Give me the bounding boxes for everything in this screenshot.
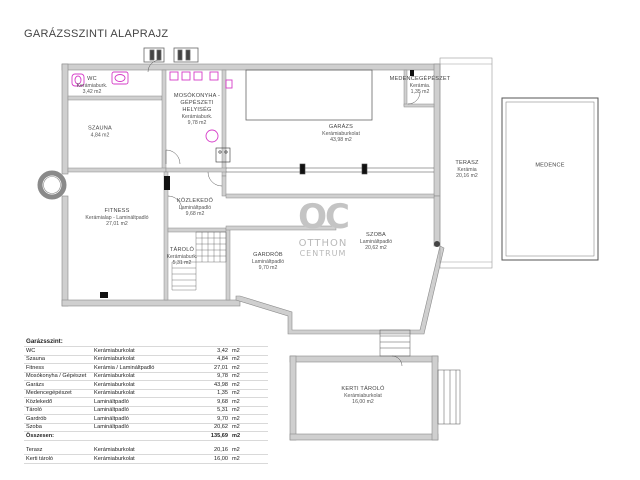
outer-walls [61, 63, 445, 335]
room-szoba: SZOBA Lamináltpadló 20,62 m2 [359, 232, 393, 252]
page-title: GARÁZSSZINTI ALAPRAJZ [24, 28, 169, 40]
room-wc: WC Kerámiaburk. 3,42 m2 [76, 76, 108, 96]
oc-logo: OC [298, 197, 350, 237]
room-fitness: FITNESS Kerámialap - Lamináltpadló 27,01… [85, 208, 149, 228]
room-mosokonyha: MOSÓKONYHA - GÉPÉSZETI HELYISÉG Kerámiab… [173, 93, 221, 127]
terrace [439, 57, 493, 269]
room-kerti-tarolo: KERTI TÁROLÓ Kerámiaburkolat 16,00 m2 [341, 386, 385, 406]
table-header-row: Garázsszint: [24, 336, 268, 347]
stairs [171, 231, 227, 291]
room-tarolo: TÁROLÓ Kerámiaburk. 5,31 m2 [166, 247, 198, 267]
top-chimneys [143, 47, 199, 63]
fixtures [71, 71, 233, 143]
room-garazs: GARÁZS Kerámiaburkolat 43,98 m2 [322, 124, 360, 144]
garden-storage [289, 355, 439, 441]
garage-door [226, 69, 434, 175]
room-terasz: TERASZ Kerámia 20,16 m2 [455, 160, 479, 180]
pool [501, 97, 599, 261]
otthon-centrum-watermark: OC OTTHON CENTRUM [298, 197, 350, 258]
interior-walls [67, 69, 435, 301]
room-medence: MEDENCE [535, 162, 565, 169]
room-kozlekedo: KÖZLEKEDŐ Lamináltpadló 9,68 m2 [177, 198, 213, 218]
room-szauna: SZAUNA 4,84 m2 [88, 125, 112, 139]
room-medencegepeszet: MEDENCEGÉPÉSZET Kerámia. 1,35 m2 [389, 76, 451, 96]
room-gardrob: GARDRÓB Lamináltpadló 9,70 m2 [251, 252, 285, 272]
doors [147, 59, 421, 211]
garden-steps [379, 329, 461, 425]
